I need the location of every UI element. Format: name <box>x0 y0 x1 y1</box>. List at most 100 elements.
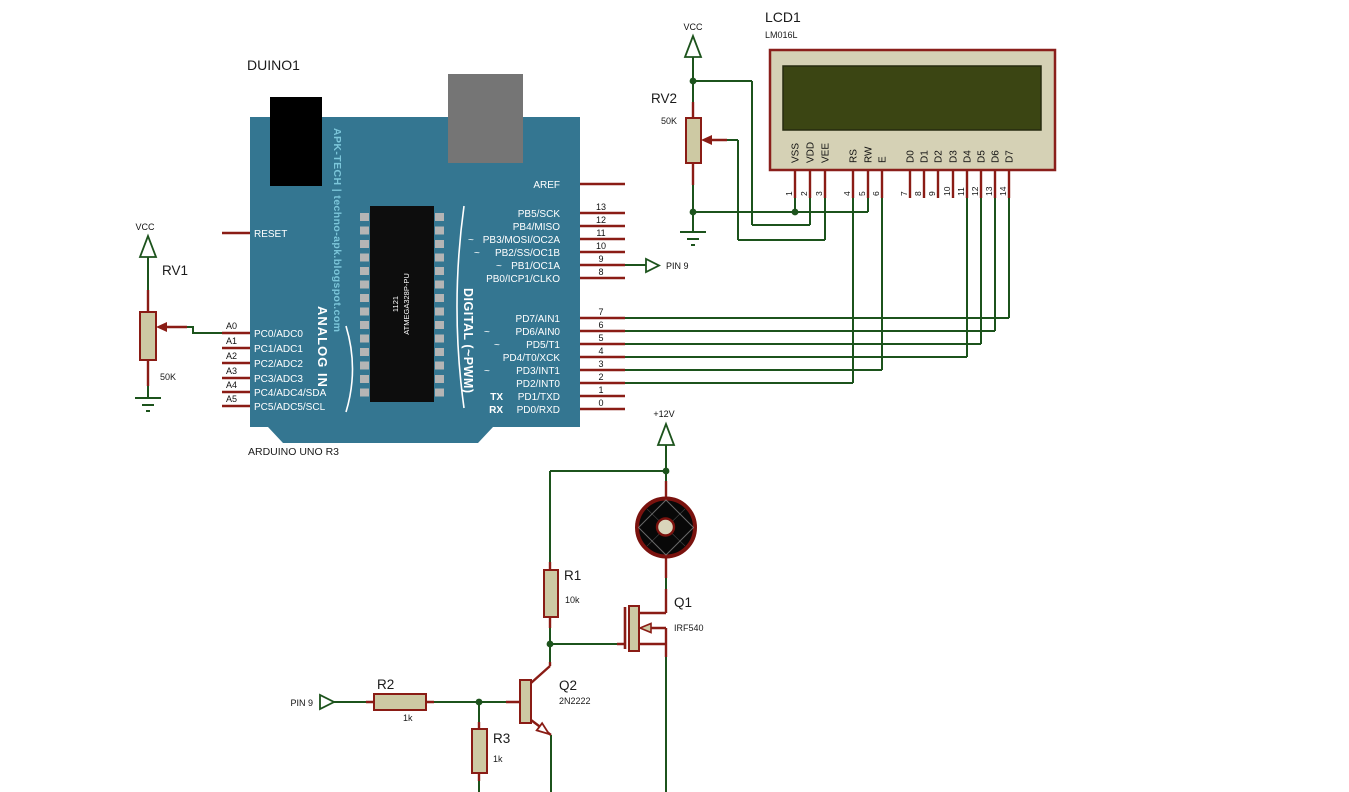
wire-lcd-ground[interactable] <box>692 185 869 232</box>
wire-gate-node[interactable] <box>549 628 617 665</box>
lcd-ref-label[interactable]: LCD1 <box>765 9 801 25</box>
pin-number-a0: A0 <box>226 321 237 331</box>
ground-symbol-rv1[interactable] <box>135 397 161 412</box>
rv2-potentiometer[interactable]: RV2 50K <box>651 91 727 185</box>
lcd-pin-name-d0: D0 <box>906 150 917 163</box>
lcd-pin-name-rs: RS <box>849 149 860 163</box>
lcd-pin-stubs[interactable] <box>793 170 1011 198</box>
rv2-body[interactable] <box>685 117 702 164</box>
pin-number-5: 5 <box>598 333 603 343</box>
pin-label-pd7: PD7/AIN1 <box>516 314 561 325</box>
pin-label-pb2: PB2/SS/OC1B <box>495 248 560 259</box>
vcc-terminal-rv2[interactable]: VCC <box>683 22 703 58</box>
rv2-value-label[interactable]: 50K <box>661 116 677 126</box>
pin-number-4: 4 <box>598 346 603 356</box>
q2-transistor[interactable]: Q2 2N2222 <box>506 662 591 736</box>
wire-lcd-vee[interactable] <box>727 139 826 241</box>
lcd-pin-number-7: 7 <box>899 191 909 196</box>
lcd-pin-number-6: 6 <box>871 191 881 196</box>
arduino-right-pin-stubs[interactable] <box>580 182 625 411</box>
wires[interactable] <box>147 57 1010 792</box>
chip-marking-line1: 1121 <box>391 296 400 312</box>
r2-body[interactable] <box>373 693 427 711</box>
vcc-terminal-rv1[interactable]: VCC <box>135 222 158 258</box>
pin9-output-terminal[interactable]: PIN 9 <box>645 257 689 274</box>
rv1-ref-label[interactable]: RV1 <box>162 263 188 278</box>
junction-dot <box>475 698 483 706</box>
pin-number-9: 9 <box>598 254 603 264</box>
q1-ref-label[interactable]: Q1 <box>674 595 692 610</box>
pin-label-pc0: PC0/ADC0 <box>254 329 303 340</box>
lcd-module[interactable]: LCD1 LM016L VSS VDD VEE RS RW E D0 D1 D2… <box>765 9 1057 198</box>
pin-label-pc3: PC3/ADC3 <box>254 374 303 385</box>
chip-pins-left <box>360 213 369 397</box>
arduino-board[interactable]: APK-TECH | techno-apk.blogspot.com 1121 … <box>222 57 625 458</box>
wire-lcd-d5[interactable] <box>625 198 982 345</box>
r1-ref-label[interactable]: R1 <box>564 568 581 583</box>
pin-label-pb4: PB4/MISO <box>513 222 560 233</box>
pin-label-aref: AREF <box>533 180 560 191</box>
r3-resistor[interactable]: R3 1k <box>471 722 510 781</box>
r3-value-label[interactable]: 1k <box>493 754 503 764</box>
arduino-left-pin-stubs[interactable] <box>222 231 250 408</box>
q1-mosfet[interactable]: Q1 IRF540 <box>617 595 704 657</box>
pin-number-a3: A3 <box>226 366 237 376</box>
lcd-pin-number-1: 1 <box>784 191 794 196</box>
lcd-pin-number-10: 10 <box>942 186 952 196</box>
lcd-pin-name-d7: D7 <box>1005 150 1016 163</box>
ground-symbol-rv2[interactable] <box>680 231 706 246</box>
lcd-pin-number-8: 8 <box>913 191 923 196</box>
lcd-pin-name-vee: VEE <box>821 143 832 163</box>
wire-lcd-d4[interactable] <box>625 198 968 358</box>
pin9-input-terminal[interactable]: PIN 9 <box>290 693 337 711</box>
input-terminal-icon <box>319 693 337 711</box>
r1-resistor[interactable]: R1 10k <box>543 562 581 628</box>
rv2-ref-label[interactable]: RV2 <box>651 91 677 106</box>
lcd-pin-name-d6: D6 <box>991 150 1002 163</box>
pin-label-pd2: PD2/INT0 <box>516 379 560 390</box>
rv1-potentiometer[interactable]: RV1 50K <box>139 263 188 386</box>
lcd-part-label[interactable]: LM016L <box>765 30 798 40</box>
atmega-chip[interactable] <box>370 206 434 402</box>
motor[interactable] <box>635 481 697 613</box>
pin-label-pb3: PB3/MOSI/OC2A <box>483 235 561 246</box>
q1-part-label[interactable]: IRF540 <box>674 623 704 633</box>
wire-lcd-e[interactable] <box>625 198 883 371</box>
q1-channel-bar[interactable] <box>628 605 640 652</box>
pin-number-11: 11 <box>596 228 605 238</box>
r3-body[interactable] <box>471 728 488 774</box>
r1-body[interactable] <box>543 569 559 618</box>
wire-12v-rail[interactable] <box>549 445 667 562</box>
wire-lcd-rs[interactable] <box>625 198 854 384</box>
wire-lcd-d6[interactable] <box>625 198 996 332</box>
pin-label-pd6: PD6/AIN0 <box>516 327 561 338</box>
rv1-value-label[interactable]: 50K <box>160 372 176 382</box>
lcd-pin-name-vdd: VDD <box>806 142 817 163</box>
r1-value-label[interactable]: 10k <box>565 595 580 605</box>
q2-body-bar[interactable] <box>519 679 532 724</box>
r2-resistor[interactable]: R2 1k <box>366 677 434 723</box>
q2-part-label[interactable]: 2N2222 <box>559 696 591 706</box>
pwm-tilde-pb1: ~ <box>496 261 502 272</box>
arduino-ref-label[interactable]: DUINO1 <box>247 57 300 73</box>
wire-lcd-vdd[interactable] <box>692 57 811 226</box>
rv1-body[interactable] <box>139 311 157 361</box>
pin-number-3: 3 <box>598 359 603 369</box>
ground-icon <box>680 231 706 246</box>
wire-rv1-wiper-a0[interactable] <box>187 326 222 334</box>
lcd-pin-number-11: 11 <box>956 187 966 196</box>
v12-power-terminal[interactable]: +12V <box>653 409 676 446</box>
r3-ref-label[interactable]: R3 <box>493 731 510 746</box>
wire-lcd-d7[interactable] <box>625 198 1010 319</box>
q2-emitter-arrow <box>535 721 552 736</box>
digital-group-label: DIGITAL (~PWM) <box>461 288 475 394</box>
power-arrow-icon <box>656 421 676 446</box>
r2-value-label[interactable]: 1k <box>403 713 413 723</box>
vcc-label: VCC <box>135 222 155 232</box>
pin-label-pc1: PC1/ADC1 <box>254 344 303 355</box>
q1-body-arrow <box>637 622 652 634</box>
q2-ref-label[interactable]: Q2 <box>559 678 577 693</box>
pin-label-pc4: PC4/ADC4/SDA <box>254 388 327 399</box>
r2-ref-label[interactable]: R2 <box>377 677 394 692</box>
pin-number-13: 13 <box>596 202 606 212</box>
